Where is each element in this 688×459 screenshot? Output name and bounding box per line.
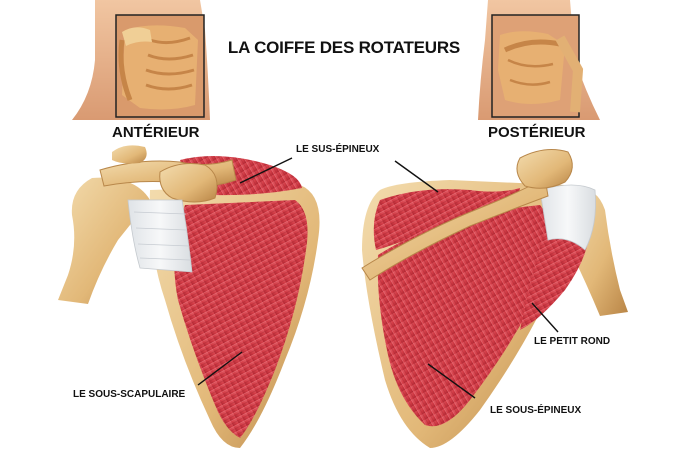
subscapularis-tendon xyxy=(127,199,193,273)
anterior-thumbnail xyxy=(72,0,210,120)
subscapularis-muscle xyxy=(174,200,308,438)
infraspinatus-muscle xyxy=(377,205,553,427)
diagram-title: LA COIFFE DES ROTATEURS xyxy=(227,38,461,57)
leader-subscapularis xyxy=(197,351,243,386)
anterior-humerus xyxy=(58,177,150,304)
posterior-supraspinatus-muscle xyxy=(373,188,520,250)
anterior-view-label: ANTÉRIEUR xyxy=(112,124,200,141)
posterior-shoulder xyxy=(361,149,628,448)
teres-minor-muscle xyxy=(520,221,590,330)
anterior-shoulder xyxy=(58,145,320,448)
leader-infraspinatus xyxy=(427,363,476,399)
leader-teres-minor xyxy=(531,302,559,333)
leader-supraspinatus-posterior xyxy=(394,160,439,193)
scapular-spine xyxy=(361,177,549,281)
posterior-view-label: POSTÉRIEUR xyxy=(488,124,586,141)
posterior-thumbnail xyxy=(478,0,600,120)
infraspinatus-label: LE SOUS-ÉPINEUX xyxy=(490,405,582,416)
posterior-acromion xyxy=(516,149,573,189)
teres-minor-label: LE PETIT ROND xyxy=(534,336,611,347)
subscapularis-label: LE SOUS-SCAPULAIRE xyxy=(73,389,186,400)
anterior-acromion xyxy=(159,163,218,203)
leader-supraspinatus-anterior xyxy=(239,157,293,184)
posterior-tendon xyxy=(539,184,596,251)
anterior-coracoid xyxy=(112,145,147,164)
supraspinatus-label: LE SUS-ÉPINEUX xyxy=(296,144,380,155)
leader-lines xyxy=(197,157,559,399)
